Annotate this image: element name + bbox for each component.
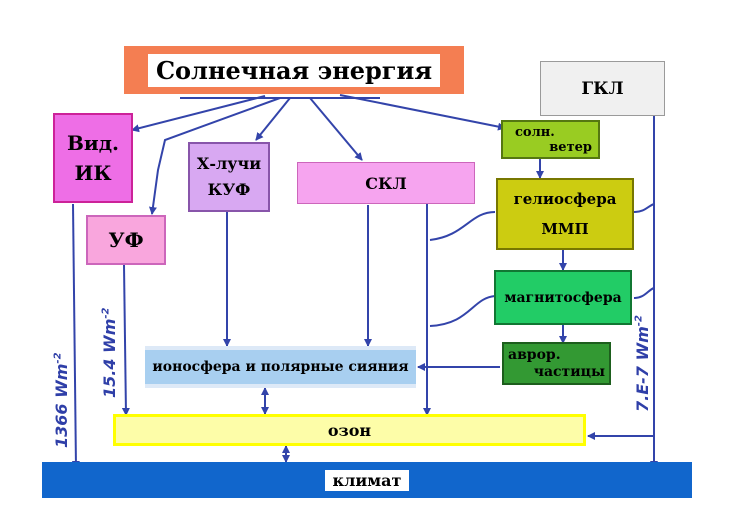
ozone-label: озон [327,420,372,440]
uv-label: УФ [108,228,144,252]
uv-flux-label: 15.4 Wm-2 [100,307,119,398]
total-flux-label: 1366 Wm-2 [52,352,71,448]
solar-wind-box: солн. ветер [501,120,600,159]
uv-box: УФ [86,215,166,265]
climate-label: климат [324,469,410,491]
solar-energy-label: Солнечная энергия [147,53,441,87]
vis-ir-box: Вид. ИК [53,113,133,203]
auroral-label-line2: частицы [533,363,605,380]
vis-ir-label-line1: Вид. [66,131,120,155]
solar-wind-label-line1: солн. [515,124,555,140]
auroral-particles-box: аврор. частицы [502,342,611,385]
xray-label: Х-лучи [196,154,262,173]
euv-label: КУФ [207,180,251,199]
ozone-box: озон [113,414,586,446]
climate-box: климат [42,462,692,498]
ionosphere-label: ионосфера и полярные сияния [152,359,409,375]
gcr-label: ГКЛ [581,78,624,99]
xray-euv-box: Х-лучи КУФ [188,142,270,212]
ionosphere-box: ионосфера и полярные сияния [145,346,416,388]
heliosphere-box: гелиосфера ММП [496,178,634,250]
scr-box: СКЛ [297,162,475,204]
auroral-label-line1: аврор. [508,346,561,363]
solar-wind-label-line2: ветер [549,139,592,155]
scr-label: СКЛ [365,173,407,193]
magnetosphere-label: магнитосфера [504,289,622,306]
magnetosphere-box: магнитосфера [494,270,632,325]
imf-label: ММП [541,220,589,238]
vis-ir-label-line2: ИК [74,161,112,185]
gcr-flux-label: 7.E-7 Wm-2 [633,315,652,412]
gcr-box: ГКЛ [540,61,665,116]
solar-energy-box: Солнечная энергия [124,46,464,94]
heliosphere-label: гелиосфера [513,190,617,208]
